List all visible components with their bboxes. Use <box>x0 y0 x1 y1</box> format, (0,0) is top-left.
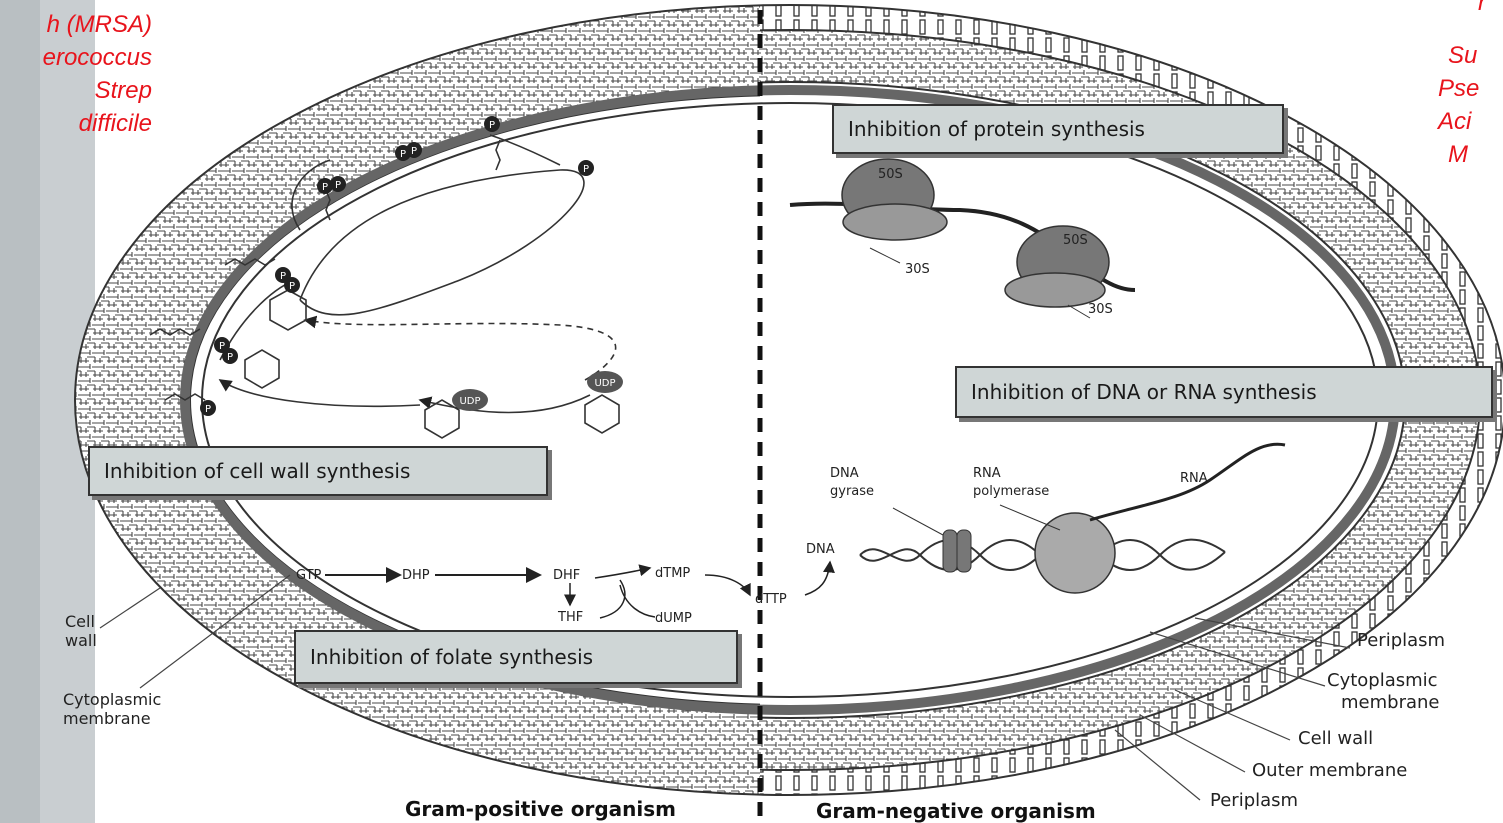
ribosome-30s-label: 30S <box>1088 302 1113 317</box>
thf-label: THF <box>557 610 583 625</box>
organism-item: r <box>1418 0 1503 19</box>
box-protein-synthesis: Inhibition of protein synthesis <box>832 104 1284 154</box>
rna-label: RNA <box>1180 471 1208 486</box>
box-dna-rna-label: Inhibition of DNA or RNA synthesis <box>971 380 1317 404</box>
label-line: Cytoplasmic <box>63 690 161 709</box>
organism-item: Pse <box>1418 72 1503 105</box>
box-cell-wall-synthesis: Inhibition of cell wall synthesis <box>88 446 548 496</box>
ribosome-30s-label: 30S <box>905 262 930 277</box>
label-line: membrane <box>1327 692 1439 714</box>
organism-item: M <box>1418 138 1503 171</box>
phosphate-label: P <box>411 146 417 157</box>
label-cell-wall-right: Cell wall <box>1298 728 1373 749</box>
phosphate-label: P <box>583 164 589 175</box>
dhp-label: DHP <box>402 568 430 583</box>
udp-label: UDP <box>594 378 615 389</box>
box-folate-label: Inhibition of folate synthesis <box>310 645 593 669</box>
dttp-label: dTTP <box>755 592 787 607</box>
phosphate-label: P <box>227 352 233 363</box>
label-periplasm-bottom: Periplasm <box>1210 790 1298 811</box>
ribosome-50s-label: 50S <box>1063 233 1088 248</box>
label-line: Cytoplasmic <box>1327 670 1439 692</box>
phosphate-label: P <box>322 182 328 193</box>
phosphate-label: P <box>205 404 211 415</box>
organism-item: Su <box>1418 39 1503 72</box>
box-cell-wall-label: Inhibition of cell wall synthesis <box>104 459 410 483</box>
dump-label: dUMP <box>655 611 692 626</box>
box-protein-label: Inhibition of protein synthesis <box>848 117 1145 141</box>
phosphate-label: P <box>489 120 495 131</box>
label-outer-membrane: Outer membrane <box>1252 760 1407 781</box>
phosphate-label: P <box>280 271 286 282</box>
label-line: Cell <box>65 612 97 631</box>
box-folate-synthesis: Inhibition of folate synthesis <box>294 630 738 684</box>
dna-label: DNA <box>806 542 835 557</box>
label-line: membrane <box>63 709 161 728</box>
organism-item: Aci <box>1418 105 1503 138</box>
phosphate-label: P <box>289 281 295 292</box>
label-line: wall <box>65 631 97 650</box>
phosphate-label: P <box>335 180 341 191</box>
phosphate-label: P <box>219 341 225 352</box>
left-organism-list: h (MRSA) erococcus Strep difficile <box>0 8 152 140</box>
organism-item: erococcus <box>0 41 152 74</box>
organism-item: Strep <box>0 74 152 107</box>
rna-polymerase-label: RNA <box>973 466 1001 481</box>
box-dna-rna-synthesis: Inhibition of DNA or RNA synthesis <box>955 366 1493 418</box>
dhf-label: DHF <box>553 568 580 583</box>
organism-item: difficile <box>0 107 152 140</box>
phosphate-label: P <box>400 149 406 160</box>
rna-polymerase-label: polymerase <box>973 484 1049 499</box>
organism-item: h (MRSA) <box>0 8 152 41</box>
label-gram-positive: Gram-positive organism <box>405 797 676 821</box>
ribosome-50s-label: 50S <box>878 167 903 182</box>
right-organism-list: r Su Pse Aci M <box>1418 0 1503 171</box>
dtmp-label: dTMP <box>655 566 690 581</box>
dna-gyrase-label: gyrase <box>830 484 874 499</box>
udp-label: UDP <box>459 396 480 407</box>
dna-gyrase-label: DNA <box>830 466 859 481</box>
label-gram-negative: Gram-negative organism <box>816 799 1096 823</box>
gtp-label: GTP <box>296 568 322 583</box>
label-periplasm: Periplasm <box>1357 630 1445 651</box>
